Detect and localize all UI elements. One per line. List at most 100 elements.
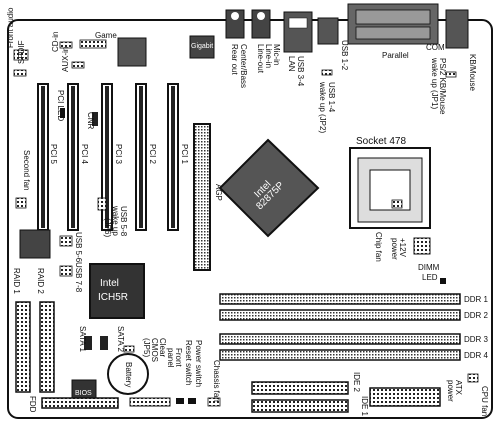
clear-cmos-label2: CMOS [150, 338, 159, 362]
intel-ich-label2: ICH5R [98, 292, 128, 303]
cnr-slot [92, 112, 98, 126]
spdif-header [13, 69, 27, 77]
chassis-fan-header [207, 397, 221, 407]
mic-in-label: Mic-in [272, 44, 281, 65]
raid1-label: RAID 1 [12, 268, 21, 294]
ddr-slots [219, 293, 461, 361]
power-switch-label: Power switch [194, 340, 203, 387]
cnr-label: CNR [86, 112, 95, 130]
usb78-label: USB 7-8 [74, 262, 83, 293]
clear-cmos-jumper [123, 345, 135, 353]
reset-switch-header [176, 398, 184, 404]
rear-out-label: Rear out [230, 44, 239, 75]
power-switch-header [188, 398, 196, 404]
pci-led [60, 108, 65, 118]
battery [107, 353, 149, 395]
cd-in-header [59, 41, 73, 49]
atx-power-connector [369, 387, 441, 407]
second-fan-label: Second fan [22, 150, 31, 190]
front-panel-header [129, 397, 171, 407]
cpu-fan-header [467, 373, 479, 383]
ddr4-label: DDR 4 [464, 351, 489, 360]
usb56-header [59, 235, 73, 247]
raid2-connector [39, 301, 55, 393]
raid1-connector [15, 301, 31, 393]
usb78-header [59, 265, 73, 277]
pci3-label: PCI 3 [114, 144, 123, 165]
usb56-label: USB 5-6 [74, 232, 83, 263]
ps2-wake-label2: wake up (JP1) [430, 57, 439, 109]
pci2-label: PCI 2 [148, 144, 157, 165]
second-fan-header [15, 197, 27, 209]
ps2-wake-label: PS/2 KB/Mouse [438, 58, 447, 115]
usb58-wake-label3: (JP6) [103, 218, 112, 237]
clear-cmos-label3: (JP5) [142, 338, 151, 357]
12v-label2: power [390, 238, 399, 260]
battery-label: Battery [124, 362, 133, 387]
atx-power-label2: power [446, 380, 455, 402]
parallel-label: Parallel [382, 51, 409, 60]
ddr1-label: DDR 1 [464, 295, 489, 304]
usb58-wake-label2: wake up [111, 205, 120, 236]
bios-label: BIOS [75, 390, 92, 397]
ddr2-label: DDR 2 [464, 311, 489, 320]
sata1-connector [84, 336, 92, 350]
aux-in-label: AUX-in [61, 47, 70, 72]
raid2-label: RAID 2 [36, 268, 45, 294]
clear-cmos-label: Clear [158, 338, 167, 357]
12v-label: +12V [398, 238, 407, 258]
fdd-connector [41, 397, 119, 409]
agp-slot [193, 123, 211, 271]
dimm-led-label: DIMM [418, 263, 440, 272]
line-in-label: Line-in [264, 44, 273, 68]
com-label: COM [426, 43, 445, 52]
pci1-label: PCI 1 [180, 144, 189, 165]
sata2-connector [100, 336, 108, 350]
pci5-label: PCI 5 [49, 144, 58, 165]
center-bass-label: Center/Bass [239, 44, 248, 88]
intel-ich5r-chip [89, 263, 145, 319]
ide1-label: IDE 1 [360, 396, 369, 417]
cpu-fan-label: CPU fan [480, 386, 489, 416]
ide2-connector [251, 381, 349, 395]
fdd-label: FDD [28, 396, 37, 413]
chip-fan-header [391, 199, 403, 209]
front-audio-label: Front audio [6, 7, 15, 48]
chip-fan-label: Chip fan [374, 232, 383, 262]
ddr-slot-4 [219, 349, 461, 361]
front-panel-label2: panel [166, 348, 175, 368]
usb12-connector [317, 17, 339, 45]
agp-label: AGP [214, 184, 223, 201]
lan-label: LAN [287, 56, 296, 72]
pci4-label: PCI 4 [80, 144, 89, 165]
pci-led-label: PCI LED [56, 90, 65, 121]
reset-switch-label: Reset switch [184, 340, 193, 385]
gigabit-label: Gigabit [191, 43, 213, 50]
usb58-wake-jumper [97, 197, 107, 211]
atx-power-label: ATX [454, 380, 463, 396]
usb14-wake-label: USB 1-4 [327, 82, 336, 113]
front-panel-label: Front [174, 348, 183, 367]
usb14-wake-label2: wake up (JP2) [318, 81, 327, 133]
dimm-led-label2: LED [422, 273, 438, 282]
12v-power-connector [413, 237, 431, 255]
super-io-chip [19, 229, 51, 259]
gigabit-chip [189, 35, 215, 59]
ddr-slot-3 [219, 333, 461, 345]
game-header [79, 39, 107, 49]
ddr-slot-2 [219, 309, 461, 321]
kb-mouse-connector [445, 9, 469, 49]
ide1-connector [251, 399, 349, 413]
socket-label: Socket 478 [356, 136, 406, 147]
ps2-wake-jumper [445, 71, 457, 78]
kb-mouse-label: KB/Mouse [468, 54, 477, 91]
audio-codec-chip [117, 37, 147, 67]
ide2-label: IDE 2 [352, 372, 361, 393]
intel-82875p-chip [218, 138, 320, 238]
sata1-label: SATA 1 [78, 326, 87, 352]
spdif-label: SPDIF [17, 40, 26, 64]
aux-in-header [71, 61, 85, 69]
usb34-label: USB 3-4 [296, 56, 305, 87]
ddr-slot-1 [219, 293, 461, 305]
